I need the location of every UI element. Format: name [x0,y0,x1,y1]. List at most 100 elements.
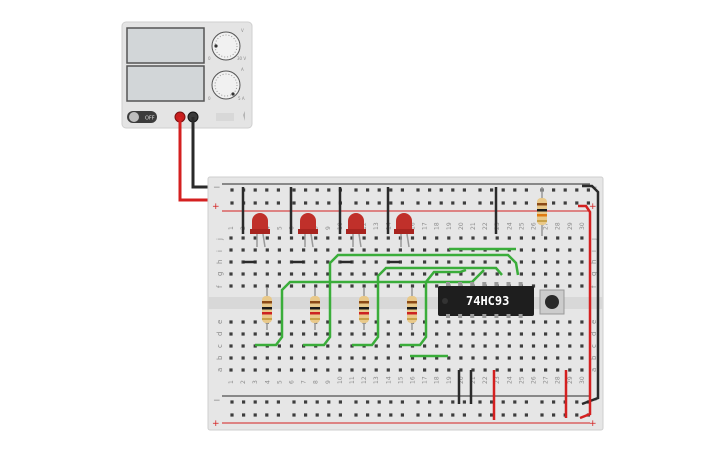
breadboard-hole[interactable] [253,236,257,240]
breadboard-hole[interactable] [362,236,366,240]
breadboard-hole[interactable] [314,332,318,336]
breadboard-hole[interactable] [495,344,499,348]
breadboard-hole[interactable] [326,356,330,360]
breadboard-hole[interactable] [531,236,536,240]
breadboard-hole[interactable] [304,201,308,205]
breadboard-hole[interactable] [386,368,390,372]
breadboard-hole[interactable] [423,248,427,252]
breadboard-hole[interactable] [435,356,439,360]
breadboard-hole[interactable] [230,413,234,417]
breadboard-hole[interactable] [552,400,556,404]
breadboard-hole[interactable] [289,356,294,360]
breadboard-hole[interactable] [338,400,342,404]
breadboard-hole[interactable] [338,344,342,348]
breadboard-hole[interactable] [327,188,331,192]
breadboard-hole[interactable] [229,260,233,264]
breadboard-hole[interactable] [531,284,536,288]
power-switch-icon[interactable]: OFF [127,111,157,123]
breadboard-hole[interactable] [374,272,378,276]
breadboard-hole[interactable] [544,260,548,264]
breadboard-hole[interactable] [519,356,523,360]
breadboard-hole[interactable] [327,201,331,205]
breadboard-hole[interactable] [451,201,455,205]
breadboard-hole[interactable] [338,236,342,240]
breadboard-hole[interactable] [374,344,378,348]
breadboard-hole[interactable] [354,400,358,404]
breadboard-hole[interactable] [447,344,451,348]
breadboard-hole[interactable] [326,284,330,288]
breadboard-hole[interactable] [230,400,234,404]
breadboard-hole[interactable] [398,356,402,360]
breadboard-hole[interactable] [354,201,358,205]
breadboard-hole[interactable] [490,400,494,404]
breadboard-hole[interactable] [435,236,439,240]
breadboard-hole[interactable] [253,413,257,417]
current-knob-icon[interactable] [211,70,241,100]
breadboard-hole[interactable] [447,368,451,372]
breadboard-hole[interactable] [354,413,358,417]
breadboard-hole[interactable] [398,332,402,336]
breadboard-hole[interactable] [398,260,402,264]
breadboard-hole[interactable] [400,188,404,192]
breadboard-hole[interactable] [338,272,342,276]
breadboard-hole[interactable] [580,236,584,240]
breadboard-hole[interactable] [544,344,548,348]
breadboard-hole[interactable] [568,320,572,324]
breadboard-hole[interactable] [524,400,528,404]
breadboard-hole[interactable] [519,248,523,252]
breadboard-hole[interactable] [326,344,330,348]
breadboard-hole[interactable] [242,413,246,417]
breadboard-hole[interactable] [326,272,330,276]
breadboard-hole[interactable] [410,248,415,252]
breadboard-hole[interactable] [229,368,233,372]
breadboard-hole[interactable] [304,413,308,417]
breadboard-hole[interactable] [362,260,366,264]
breadboard-hole[interactable] [531,356,536,360]
breadboard-hole[interactable] [423,236,427,240]
breadboard-hole[interactable] [544,332,548,336]
breadboard-hole[interactable] [490,188,494,192]
breadboard-hole[interactable] [423,344,427,348]
breadboard-hole[interactable] [416,201,420,205]
breadboard-hole[interactable] [423,284,427,288]
breadboard-hole[interactable] [495,272,499,276]
breadboard-hole[interactable] [362,272,366,276]
breadboard-hole[interactable] [568,332,572,336]
breadboard-hole[interactable] [524,188,528,192]
breadboard-hole[interactable] [483,356,487,360]
breadboard-hole[interactable] [277,332,281,336]
breadboard-hole[interactable] [327,400,331,404]
breadboard-hole[interactable] [428,201,432,205]
breadboard-hole[interactable] [241,344,245,348]
resistor-icon[interactable] [407,288,417,330]
breadboard-hole[interactable] [229,332,233,336]
breadboard-hole[interactable] [435,332,439,336]
breadboard-hole[interactable] [366,188,370,192]
breadboard-hole[interactable] [386,344,390,348]
breadboard-hole[interactable] [265,236,269,240]
breadboard-hole[interactable] [544,272,548,276]
breadboard-hole[interactable] [556,272,560,276]
breadboard-hole[interactable] [314,284,318,288]
breadboard-hole[interactable] [462,201,466,205]
breadboard-hole[interactable] [398,248,402,252]
breadboard-hole[interactable] [277,272,281,276]
breadboard-hole[interactable] [314,248,318,252]
breadboard-hole[interactable] [276,400,280,404]
breadboard-hole[interactable] [265,248,269,252]
breadboard-hole[interactable] [531,344,536,348]
breadboard-hole[interactable] [338,284,342,288]
ground-jumpers-top[interactable] [241,187,498,234]
breadboard-hole[interactable] [374,236,378,240]
breadboard-hole[interactable] [253,320,257,324]
breadboard-hole[interactable] [568,248,572,252]
breadboard-hole[interactable] [483,260,487,264]
breadboard-hole[interactable] [292,400,296,404]
breadboard-hole[interactable] [435,284,439,288]
breadboard-hole[interactable] [423,356,427,360]
breadboard-hole[interactable] [338,260,342,264]
breadboard-hole[interactable] [556,260,560,264]
breadboard-hole[interactable] [265,356,269,360]
breadboard-hole[interactable] [302,236,306,240]
